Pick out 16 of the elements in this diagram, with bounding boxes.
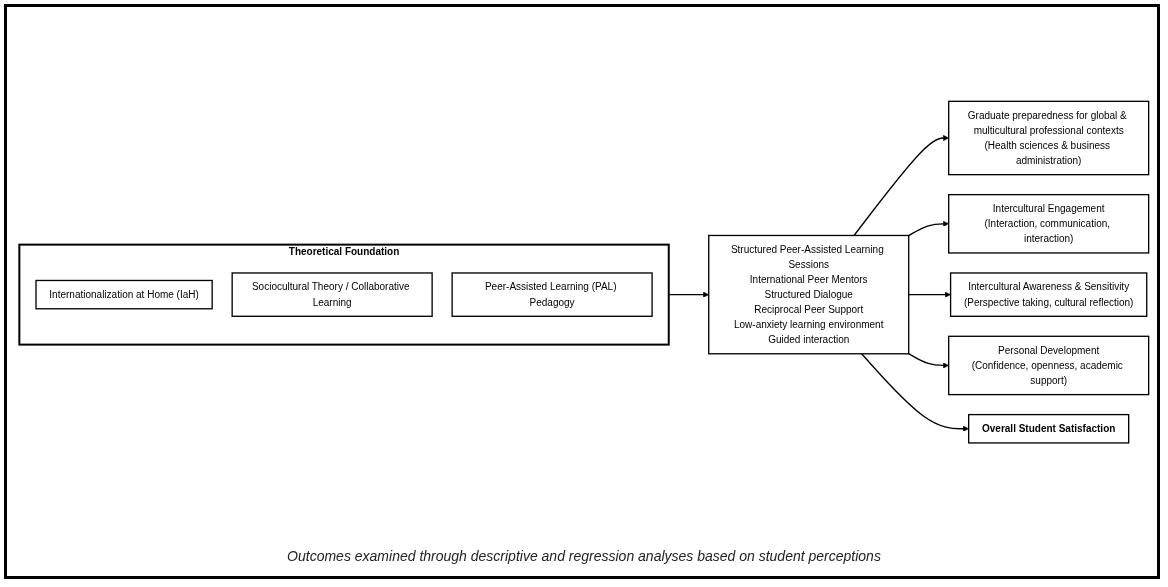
arrow <box>853 134 949 236</box>
arrow <box>908 352 949 369</box>
node-box: Structured Peer-Assisted Learning Sessions International Peer Mentors Structured Dialogue Reciprocal Peer Support Low-anxiety learning environment Guided interaction <box>708 234 910 355</box>
arrow <box>668 291 709 298</box>
node-box: Overall Student Satisfaction <box>968 413 1130 444</box>
node-box: Intercultural Awareness & Sensitivity (Perspective taking, cultural reflection) <box>949 272 1148 317</box>
node-box: Graduate preparedness for global & multicultural professional contexts (Health sciences & business administration) <box>948 100 1150 176</box>
caption: Outcomes examined through descriptive and regression analyses based on student perceptions <box>286 548 882 564</box>
node-box: Internationalization at Home (IaH) <box>35 279 213 310</box>
arrow <box>908 220 949 237</box>
node-box: Sociocultural Theory / Collaborative Learning <box>231 272 433 317</box>
node-box: Peer-Assisted Learning (PAL) Pedagogy <box>451 272 653 317</box>
node-box: Intercultural Engagement (Interaction, communication, interaction) <box>948 193 1150 254</box>
arrow <box>860 352 969 432</box>
node-box: Personal Development (Confidence, openness, academic support) <box>948 335 1150 396</box>
arrow <box>908 291 951 298</box>
